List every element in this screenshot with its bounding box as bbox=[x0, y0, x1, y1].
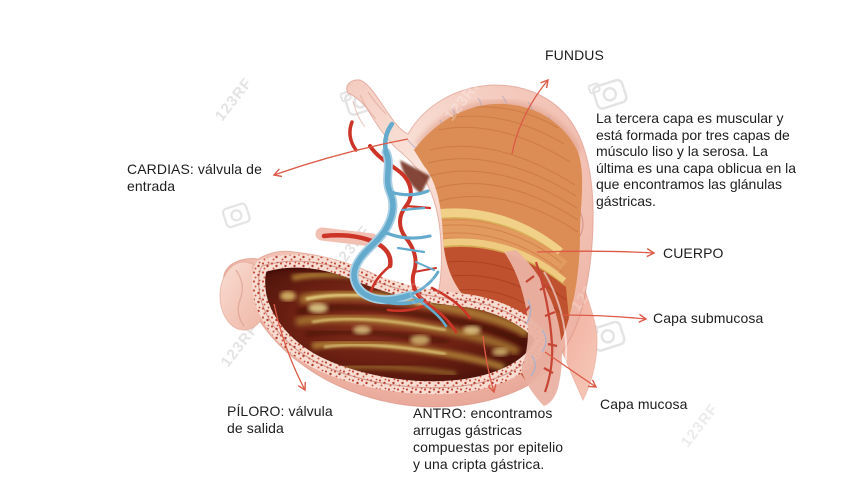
submucosa-arteries bbox=[522, 261, 558, 393]
arrow-capa-submucosa bbox=[561, 313, 648, 323]
camera-watermark-icon bbox=[587, 78, 628, 110]
label-capa-submucosa: Capa submucosa bbox=[653, 310, 764, 326]
muscle-striations-middle bbox=[437, 224, 563, 273]
esophagus-texture bbox=[352, 91, 387, 128]
vein-tree bbox=[349, 121, 448, 328]
label-fundus: FUNDUS bbox=[545, 47, 604, 63]
label-antro: ANTRO: encontramos arrugas gástricas com… bbox=[413, 405, 564, 472]
label-cardias: CARDIAS: válvula de entrada bbox=[127, 161, 262, 194]
annotation-arrows bbox=[272, 78, 656, 394]
camera-watermark-icon bbox=[221, 202, 251, 229]
submucosa-veins bbox=[525, 299, 547, 377]
submucosa-band bbox=[504, 250, 568, 406]
label-piloro: PÍLORO: válvula de salida bbox=[227, 403, 333, 436]
cardia-notch bbox=[400, 160, 430, 194]
arrow-fundus bbox=[511, 78, 549, 155]
camera-watermark-icon bbox=[408, 277, 441, 306]
description-paragraph: La tercera capa es muscular y está forma… bbox=[596, 110, 797, 209]
arrow-piloro bbox=[273, 303, 306, 392]
label-capa-mucosa: Capa mucosa bbox=[600, 396, 688, 412]
arrow-antro bbox=[482, 335, 497, 394]
arrow-cuerpo bbox=[536, 248, 656, 258]
arrow-capa-mucosa bbox=[544, 351, 598, 388]
arrow-cardias bbox=[272, 138, 409, 178]
watermark-text: 123RF bbox=[212, 75, 256, 125]
blood-vessels bbox=[315, 120, 472, 334]
cut-rim bbox=[252, 254, 550, 395]
label-cuerpo: CUERPO bbox=[663, 245, 724, 261]
